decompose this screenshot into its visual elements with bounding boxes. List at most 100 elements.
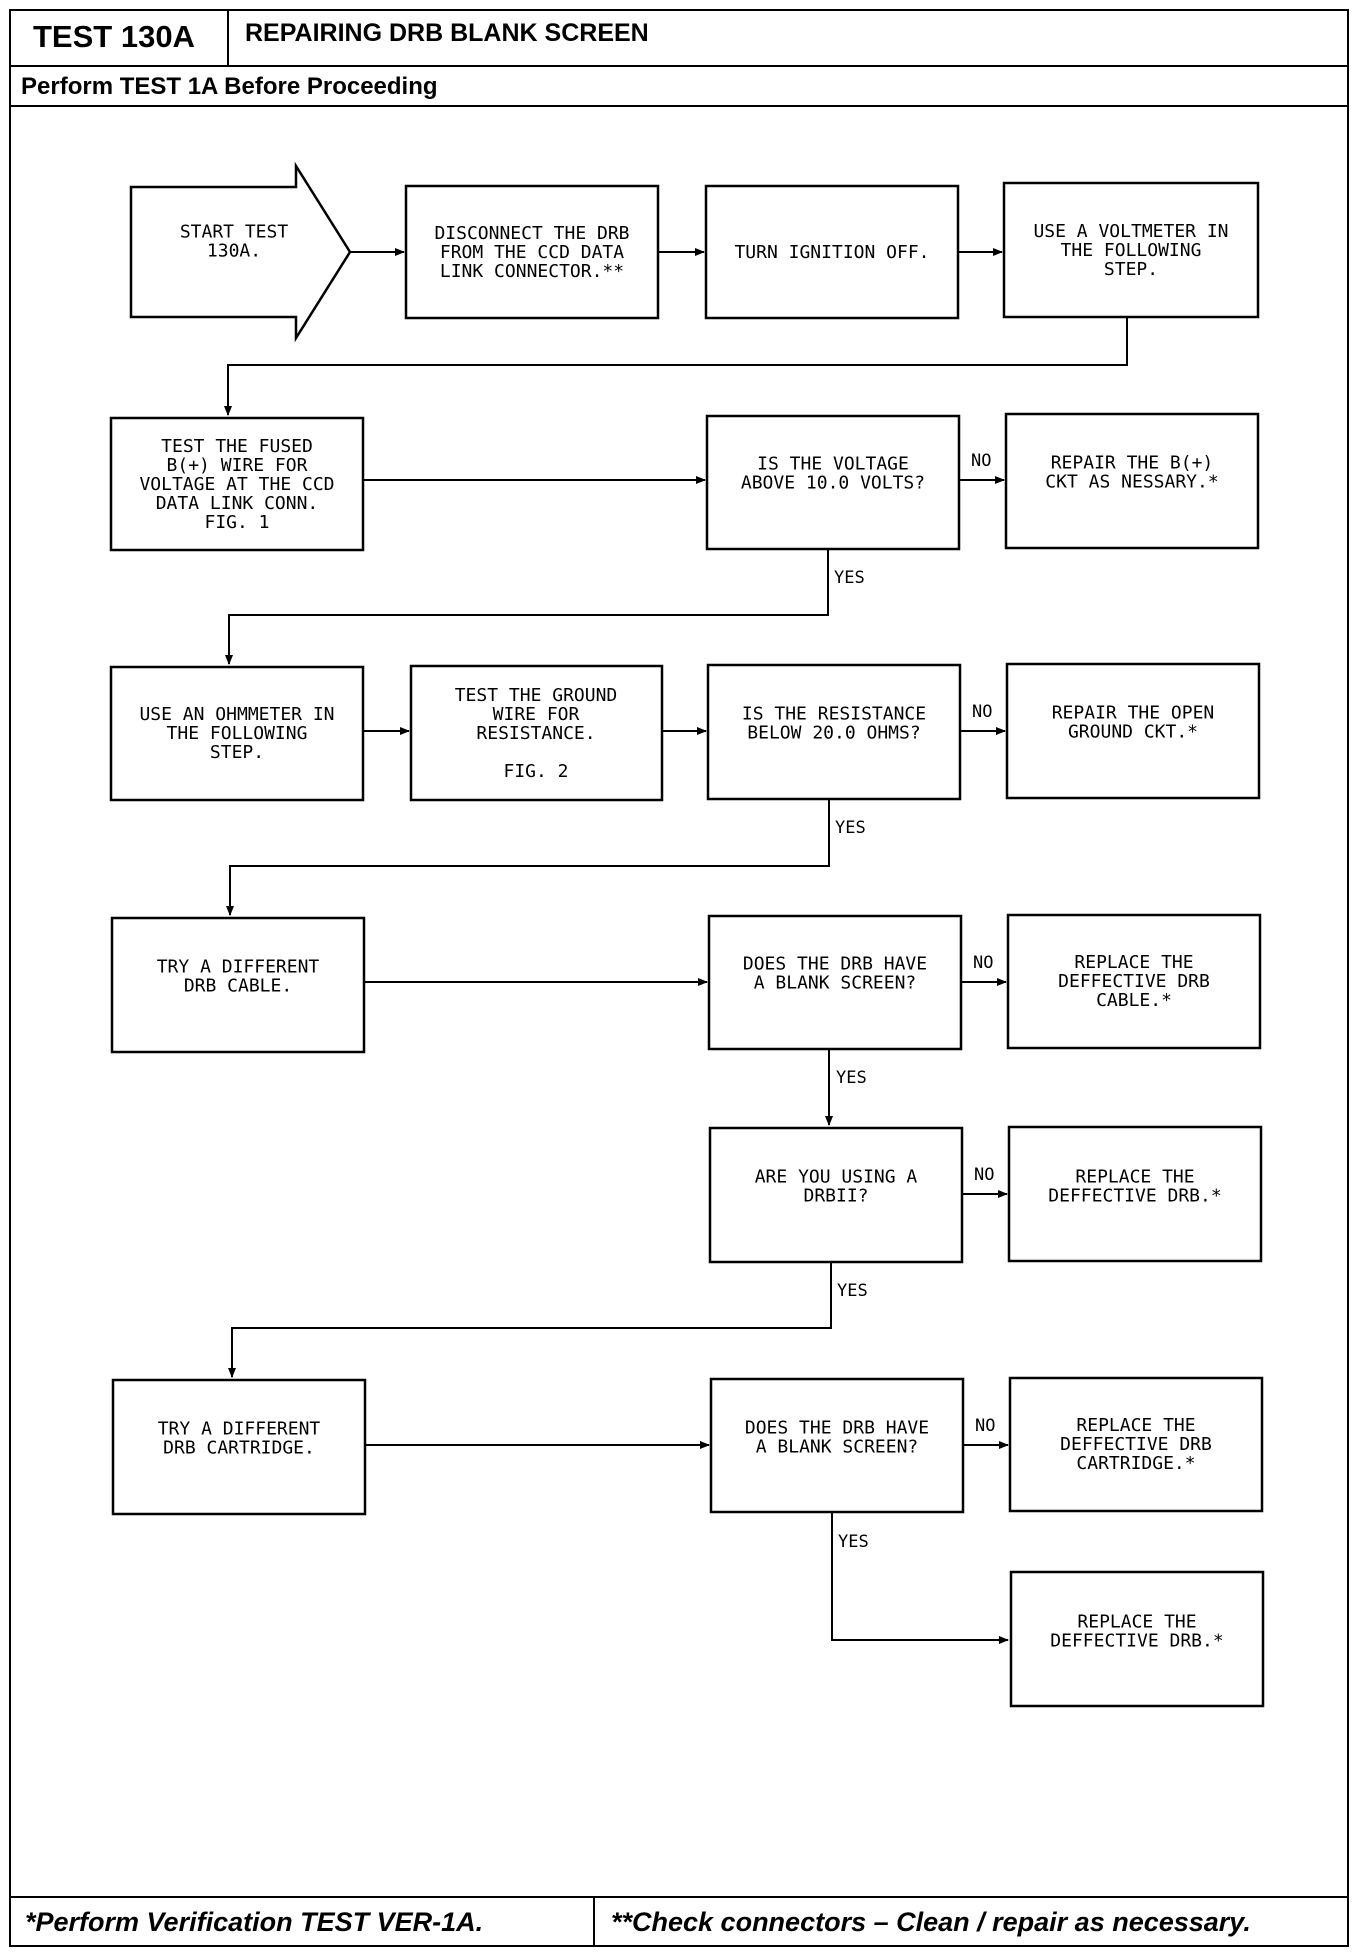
box-text-line: DEFFECTIVE DRB <box>1060 1434 1212 1455</box>
box-text-line: STEP. <box>210 742 264 763</box>
box-text-line: A BLANK SCREEN? <box>756 1437 919 1458</box>
box-text-line: TRY A DIFFERENT <box>158 1419 321 1440</box>
box-text-line: IS THE VOLTAGE <box>757 454 909 475</box>
box-text-line: DRB CABLE. <box>184 976 292 997</box>
box-text-line: GROUND CKT.* <box>1068 722 1198 743</box>
box-text-line: 130A. <box>207 241 261 262</box>
box-text-line: TRY A DIFFERENT <box>157 957 320 978</box>
arrow-qdrbii-yes <box>228 1262 832 1378</box>
disconnect-box <box>404 184 660 320</box>
box-text-line: FIG. 2 <box>503 761 568 782</box>
footer-note-connectors: **Check connectors – Clean / repair as n… <box>611 1907 1251 1937</box>
no-label-3: NO <box>973 953 993 973</box>
box-text-line: TEST THE FUSED <box>161 436 313 457</box>
q-resistance-box <box>706 663 962 801</box>
repair-ground-box <box>1005 662 1261 800</box>
replace-drb-1-box <box>1007 1125 1263 1263</box>
yes-label-4: YES <box>837 1281 868 1301</box>
box-text-line: REPAIR THE OPEN <box>1052 703 1215 724</box>
box-text-line: FIG. 1 <box>204 512 269 533</box>
q-voltage-box <box>705 414 961 551</box>
q-drbii-box <box>708 1126 964 1264</box>
box-text-line: DEFFECTIVE DRB.* <box>1048 1186 1221 1207</box>
use-ohmmeter-box <box>109 665 365 802</box>
no-label-5: NO <box>975 1416 995 1436</box>
box-text-line: CARTRIDGE.* <box>1076 1453 1195 1474</box>
box-text-line: B(+) WIRE FOR <box>167 455 308 476</box>
box-text-line: WIRE FOR <box>493 704 580 725</box>
box-text-line: REPLACE THE <box>1076 1415 1195 1436</box>
box-text-line: DRBII? <box>803 1186 868 1207</box>
box-text-line: REPLACE THE <box>1077 1612 1196 1633</box>
box-text-line: A BLANK SCREEN? <box>754 973 917 994</box>
ignition-off-text: TURN IGNITION OFF. <box>734 242 929 263</box>
box-text-line: IS THE RESISTANCE <box>742 704 926 725</box>
box-text-line: VOLTAGE AT THE CCD <box>139 474 334 495</box>
box-text-line: DISCONNECT THE DRB <box>434 223 629 244</box>
box-text-line: THE FOLLOWING <box>167 723 308 744</box>
try-cable-box <box>110 916 366 1054</box>
prerequisite-row: Perform TEST 1A Before Proceeding <box>9 67 1349 107</box>
arrow-qvoltage-yes <box>225 549 829 665</box>
yes-label-5: YES <box>838 1532 869 1552</box>
test-ground-box <box>409 664 664 802</box>
box-text-line: DATA LINK CONN. <box>156 493 319 514</box>
box-text-line: CABLE.* <box>1096 990 1172 1011</box>
box-text-line: DOES THE DRB HAVE <box>745 1418 929 1439</box>
q-blank-1-box <box>707 914 963 1051</box>
test-title: REPAIRING DRB BLANK SCREEN <box>245 19 649 47</box>
yes-label-3: YES <box>836 1068 867 1088</box>
arrow-qblank2-yes <box>831 1512 1009 1644</box>
footer: *Perform Verification TEST VER-1A. **Che… <box>9 1896 1349 1947</box>
box-text-line: ABOVE 10.0 VOLTS? <box>741 473 925 494</box>
box-text-line: RESISTANCE. <box>476 723 595 744</box>
box-text-line: TURN IGNITION OFF. <box>734 242 929 263</box>
box-text-line: REPLACE THE <box>1074 952 1193 973</box>
box-text-line: START TEST <box>180 222 289 243</box>
box-text-line: BELOW 20.0 OHMS? <box>747 723 920 744</box>
box-text-line: FROM THE CCD DATA <box>440 242 624 263</box>
box-text-line: USE AN OHMMETER IN <box>139 704 334 725</box>
yes-label-1: YES <box>834 568 865 588</box>
box-text-line: DEFFECTIVE DRB.* <box>1050 1631 1223 1652</box>
ignition-off-box <box>704 184 960 320</box>
box-text-line: THE FOLLOWING <box>1061 240 1202 261</box>
replace-cable-box <box>1006 913 1262 1050</box>
arrow-qresistance-yes <box>226 799 830 916</box>
box-text-line: TEST THE GROUND <box>455 685 618 706</box>
yes-label-2: YES <box>835 818 866 838</box>
test-id: TEST 130A <box>9 9 229 65</box>
replace-cartridge-box <box>1008 1376 1264 1513</box>
box-text-line: DRB CARTRIDGE. <box>163 1438 315 1459</box>
box-text-line: STEP. <box>1104 259 1158 280</box>
box-text-line: LINK CONNECTOR.** <box>440 261 624 282</box>
prerequisite-note: Perform TEST 1A Before Proceeding <box>21 73 438 100</box>
header-row: TEST 130A REPAIRING DRB BLANK SCREEN <box>9 9 1349 67</box>
repair-b-plus-text: REPAIR THE B(+)CKT AS NESSARY.* <box>1045 453 1218 493</box>
try-cartridge-box <box>111 1378 367 1516</box>
replace-drb-2-box <box>1009 1570 1265 1708</box>
page-frame <box>9 9 1349 1947</box>
box-text-line: REPLACE THE <box>1075 1167 1194 1188</box>
use-voltmeter-box <box>1002 181 1260 319</box>
no-label-1: NO <box>971 451 991 471</box>
box-text-line: USE A VOLTMETER IN <box>1033 221 1228 242</box>
